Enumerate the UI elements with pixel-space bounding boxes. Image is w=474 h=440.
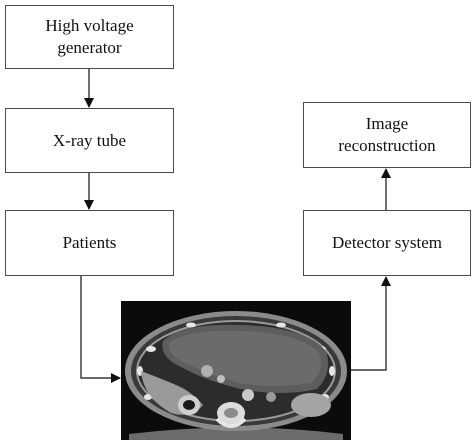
patients-box: Patients [5, 210, 174, 276]
xray-tube-box: X-ray tube [5, 108, 174, 173]
detector-system-box: Detector system [303, 210, 471, 276]
image-reconstruction-label: Image reconstruction [338, 114, 436, 155]
arrow-ct-to-detector [351, 276, 391, 371]
xray-tube-label: X-ray tube [52, 130, 127, 150]
image-reconstruction-box: Image reconstruction [303, 102, 471, 168]
patients-label: Patients [62, 233, 117, 252]
ct-scan-image [121, 301, 351, 440]
arrow-patients-to-ct [80, 276, 121, 383]
high-voltage-generator-box: High voltage generator [5, 5, 174, 69]
detector-system-label: Detector system [332, 233, 442, 252]
high-voltage-generator-label: High voltage generator [45, 16, 134, 57]
